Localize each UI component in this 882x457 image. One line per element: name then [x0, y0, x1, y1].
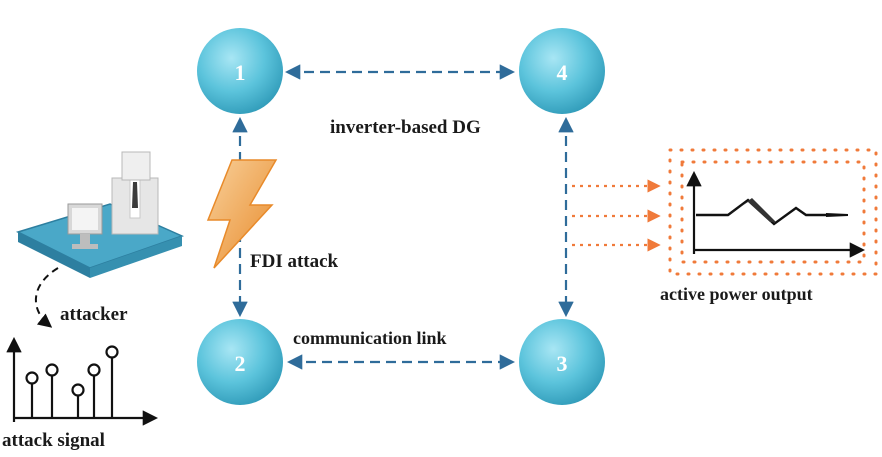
node-1-label: 1 [235, 60, 246, 85]
attack-signal-plot [6, 336, 159, 426]
lightning-bolt-icon [206, 159, 278, 269]
output-arrows [572, 179, 661, 252]
node-4-label: 4 [557, 60, 568, 85]
communication-links [232, 64, 574, 370]
attack-signal-label: attack signal [2, 430, 105, 451]
power-output-box [668, 148, 878, 276]
node-2: 2 [197, 319, 283, 405]
power-curve [696, 198, 826, 226]
attacker-at-computer-icon [15, 151, 185, 278]
comm-link-label: communication link [293, 328, 447, 348]
node-3: 3 [519, 319, 605, 405]
stem-3-head [71, 383, 85, 397]
stem-2-head [45, 363, 59, 377]
node-1: 1 [197, 28, 283, 114]
power-output-box-inner [680, 160, 866, 264]
attacker-label: attacker [60, 304, 128, 325]
power-output-label: active power output [660, 284, 813, 304]
power-curve-thick [730, 198, 776, 222]
stem-4-head [87, 363, 101, 377]
stem-5-head [105, 345, 119, 359]
node-2-label: 2 [235, 351, 246, 376]
fdi-label: FDI attack [250, 251, 339, 272]
node-3-label: 3 [557, 351, 568, 376]
attacker-to-signal-arrow [35, 267, 59, 328]
dg-label: inverter-based DG [330, 117, 481, 138]
stem-1-head [25, 371, 39, 385]
power-output-plot [686, 170, 866, 258]
node-4: 4 [519, 28, 605, 114]
